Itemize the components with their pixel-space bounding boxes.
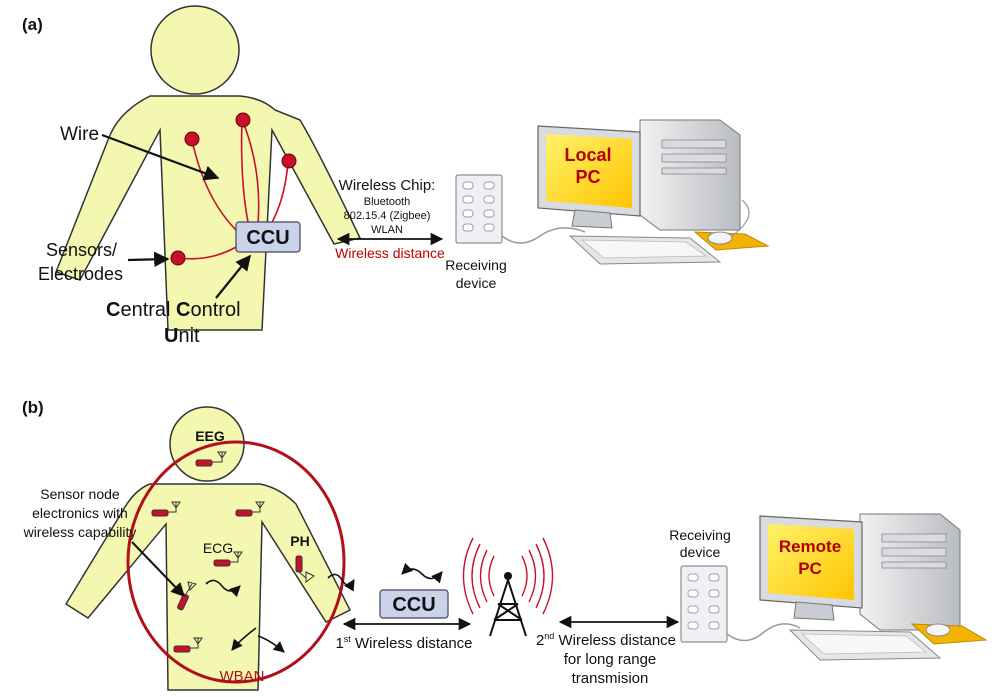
wireless-option-wlan: WLAN: [371, 224, 403, 236]
sensor-electrode: [184, 131, 200, 147]
eeg-label: EEG: [195, 428, 225, 444]
human-body-b: [64, 406, 352, 691]
head-b: [169, 406, 245, 482]
ph-label: PH: [290, 533, 309, 549]
receiving-label-b-line2: device: [680, 544, 721, 560]
torso-b: [64, 483, 352, 691]
receiving-label-a-line2: device: [456, 275, 497, 291]
remote-pc-label-line2: PC: [798, 559, 822, 578]
remote-pc-label-line1: Remote: [779, 537, 841, 556]
ccu-fullname-line1: Central Control: [106, 299, 241, 321]
local-pc-label-line2: PC: [575, 167, 600, 187]
sensor-node-label-line2: electronics with: [32, 505, 128, 521]
wireless-option-bluetooth: Bluetooth: [364, 196, 410, 208]
head-a: [150, 5, 240, 95]
receiving-label-a-line1: Receiving: [445, 257, 506, 273]
ecg-label: ECG: [203, 540, 233, 556]
sensor-node-icon: [173, 637, 203, 653]
sensor-electrode: [235, 112, 251, 128]
sensors-label-line1: Sensors/: [46, 240, 117, 260]
sensor-node-icon: [177, 581, 197, 611]
panel-b: (b) WBAN EEG ECG PH: [22, 398, 988, 691]
panel-a-tag: (a): [22, 15, 43, 34]
sensor-node-icon: [235, 501, 265, 517]
sensors-pointer-arrow: [127, 251, 170, 268]
wireless-option-zigbee: 802.15.4 (Zigbee): [344, 210, 431, 222]
second-wireless-distance-line3: transmision: [572, 670, 649, 687]
first-wireless-distance-label: 1st Wireless distance: [335, 634, 472, 652]
panel-a: (a) CCU Wire Sensors/ Electrodes C: [22, 5, 770, 347]
ccu-fullname-line2: Unit: [164, 325, 200, 347]
ccu-pointer-arrow: [215, 254, 251, 299]
torso-a: [55, 95, 362, 331]
local-pc-label-line1: Local: [564, 145, 611, 165]
receiving-label-b-line1: Receiving: [669, 527, 730, 543]
wireless-chip-title: Wireless Chip:: [339, 177, 436, 194]
sensor-nodes: [151, 451, 315, 653]
sensor-electrode: [170, 250, 186, 266]
sensor-electrode: [281, 153, 297, 169]
wban-boundary-circle: [126, 440, 346, 684]
sensor-node-icon: [151, 501, 181, 517]
second-wireless-distance-line2: for long range: [564, 651, 657, 668]
sensor-node-icon: [213, 551, 243, 567]
ccu-box-a-label: CCU: [246, 227, 289, 249]
human-body-a: [55, 5, 362, 331]
ccu-box-b-label: CCU: [392, 594, 435, 616]
panel-b-tag: (b): [22, 398, 44, 417]
signal-squiggles: [205, 562, 443, 653]
local-pc: [537, 119, 770, 265]
wireless-distance-label-a: Wireless distance: [335, 245, 445, 261]
sensors-label-line2: Electrodes: [38, 264, 123, 284]
sensor-node-label-line3: wireless capability: [23, 524, 137, 540]
receiving-device-a: [455, 174, 586, 244]
sensor-node-icon: [195, 451, 227, 467]
second-wireless-distance-line1: 2nd Wireless distance: [536, 631, 676, 649]
wire-pointer-arrow: [101, 133, 220, 181]
sensor-node-icon: [295, 555, 315, 583]
sensor-node-pointer-arrow: [131, 541, 185, 598]
ccu-box-a: [235, 221, 301, 253]
remote-pc: [759, 513, 988, 661]
sensor-node-label-line1: Sensor node: [40, 486, 120, 502]
radio-tower-icon: [462, 537, 554, 637]
receiving-device-b: [680, 565, 801, 643]
wire-label: Wire: [60, 124, 99, 145]
wban-label: WBAN: [220, 668, 265, 685]
